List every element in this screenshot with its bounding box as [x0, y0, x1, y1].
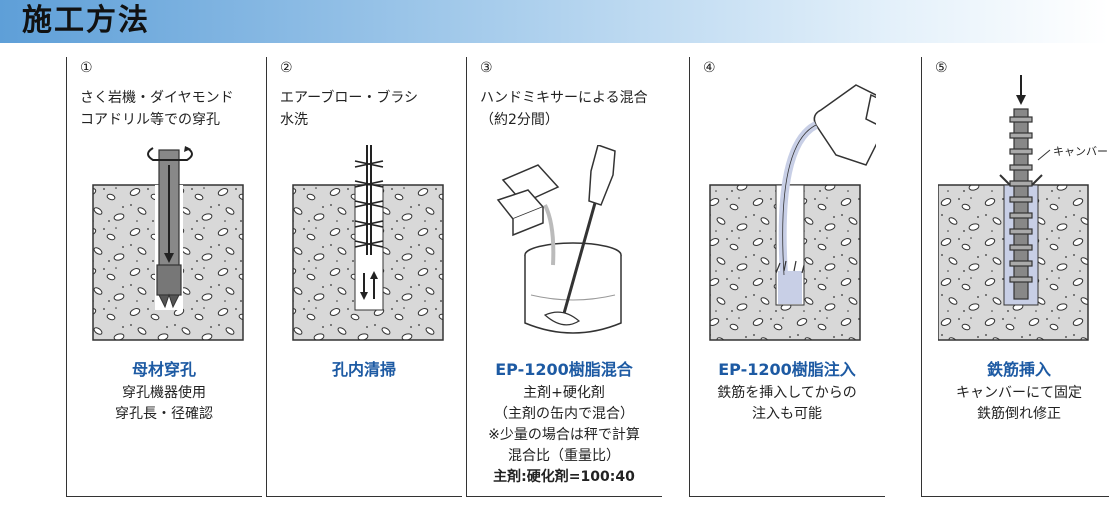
step-1: ① さく岩機・ダイヤモンド コアドリル等での穿孔 母材穿孔 穿孔機器使用 穿孔長… [66, 57, 262, 497]
step-2: ② エアーブロー・ブラシ 水洗 孔内清掃 [266, 57, 462, 497]
step-number: ④ [703, 60, 716, 76]
step-detail: キャンバーにて固定 鉄筋倒れ修正 [956, 385, 1082, 422]
rebar-insertion-illustration [938, 75, 1089, 341]
injection-illustration [709, 84, 876, 341]
step-divider [466, 57, 467, 497]
step-description: エアーブロー・ブラシ 水洗 [280, 90, 419, 128]
step-title: EP-1200樹脂注入 [718, 360, 856, 379]
page-header: 施工方法 [0, 0, 1109, 43]
drilling-illustration [92, 146, 244, 341]
step-number: ③ [480, 60, 493, 76]
step-divider [921, 57, 922, 497]
step-divider [689, 57, 690, 497]
page-title: 施工方法 [22, 3, 150, 38]
step-detail: 主剤+硬化剤 （主剤の缶内で混合） ※少量の場合は秤で計算 混合比（重量比） [488, 385, 640, 464]
step-number: ① [80, 60, 93, 76]
step-detail: 穿孔機器使用 穿孔長・径確認 [115, 385, 213, 422]
step-3: ③ ハンドミキサーによる混合 （約2分間） EP-1200樹脂混合 主剤+硬化剤… [466, 57, 662, 497]
step-title: 鉄筋挿入 [986, 360, 1051, 379]
step-description: ハンドミキサーによる混合 （約2分間） [480, 90, 648, 128]
step-divider [66, 57, 67, 497]
step-baseline [266, 496, 462, 497]
step-baseline [689, 496, 885, 497]
step-description: さく岩機・ダイヤモンド コアドリル等での穿孔 [80, 90, 234, 128]
camber-label: キャンバー [1053, 145, 1108, 158]
mixing-ratio: 主剤:硬化剤=100:40 [493, 469, 635, 485]
step-number: ⑤ [935, 60, 948, 76]
step-4: ④ EP-1200樹脂注入 鉄筋を挿入してからの 注入も可能 [689, 57, 885, 497]
step-5: ⑤ キャンバー 鉄筋挿入 キャンバーにて固定 鉄筋倒れ修正 [921, 57, 1109, 497]
step-divider [266, 57, 267, 497]
step-detail: 鉄筋を挿入してからの 注入も可能 [717, 385, 857, 422]
step-baseline [466, 496, 662, 497]
step-title: EP-1200樹脂混合 [495, 360, 633, 379]
step-title: 孔内清掃 [331, 360, 396, 379]
cleaning-illustration [292, 145, 444, 341]
step-title: 母材穿孔 [131, 360, 196, 379]
step-baseline [66, 496, 262, 497]
step-number: ② [280, 60, 293, 76]
mixing-illustration [496, 145, 622, 334]
step-baseline [921, 496, 1109, 497]
